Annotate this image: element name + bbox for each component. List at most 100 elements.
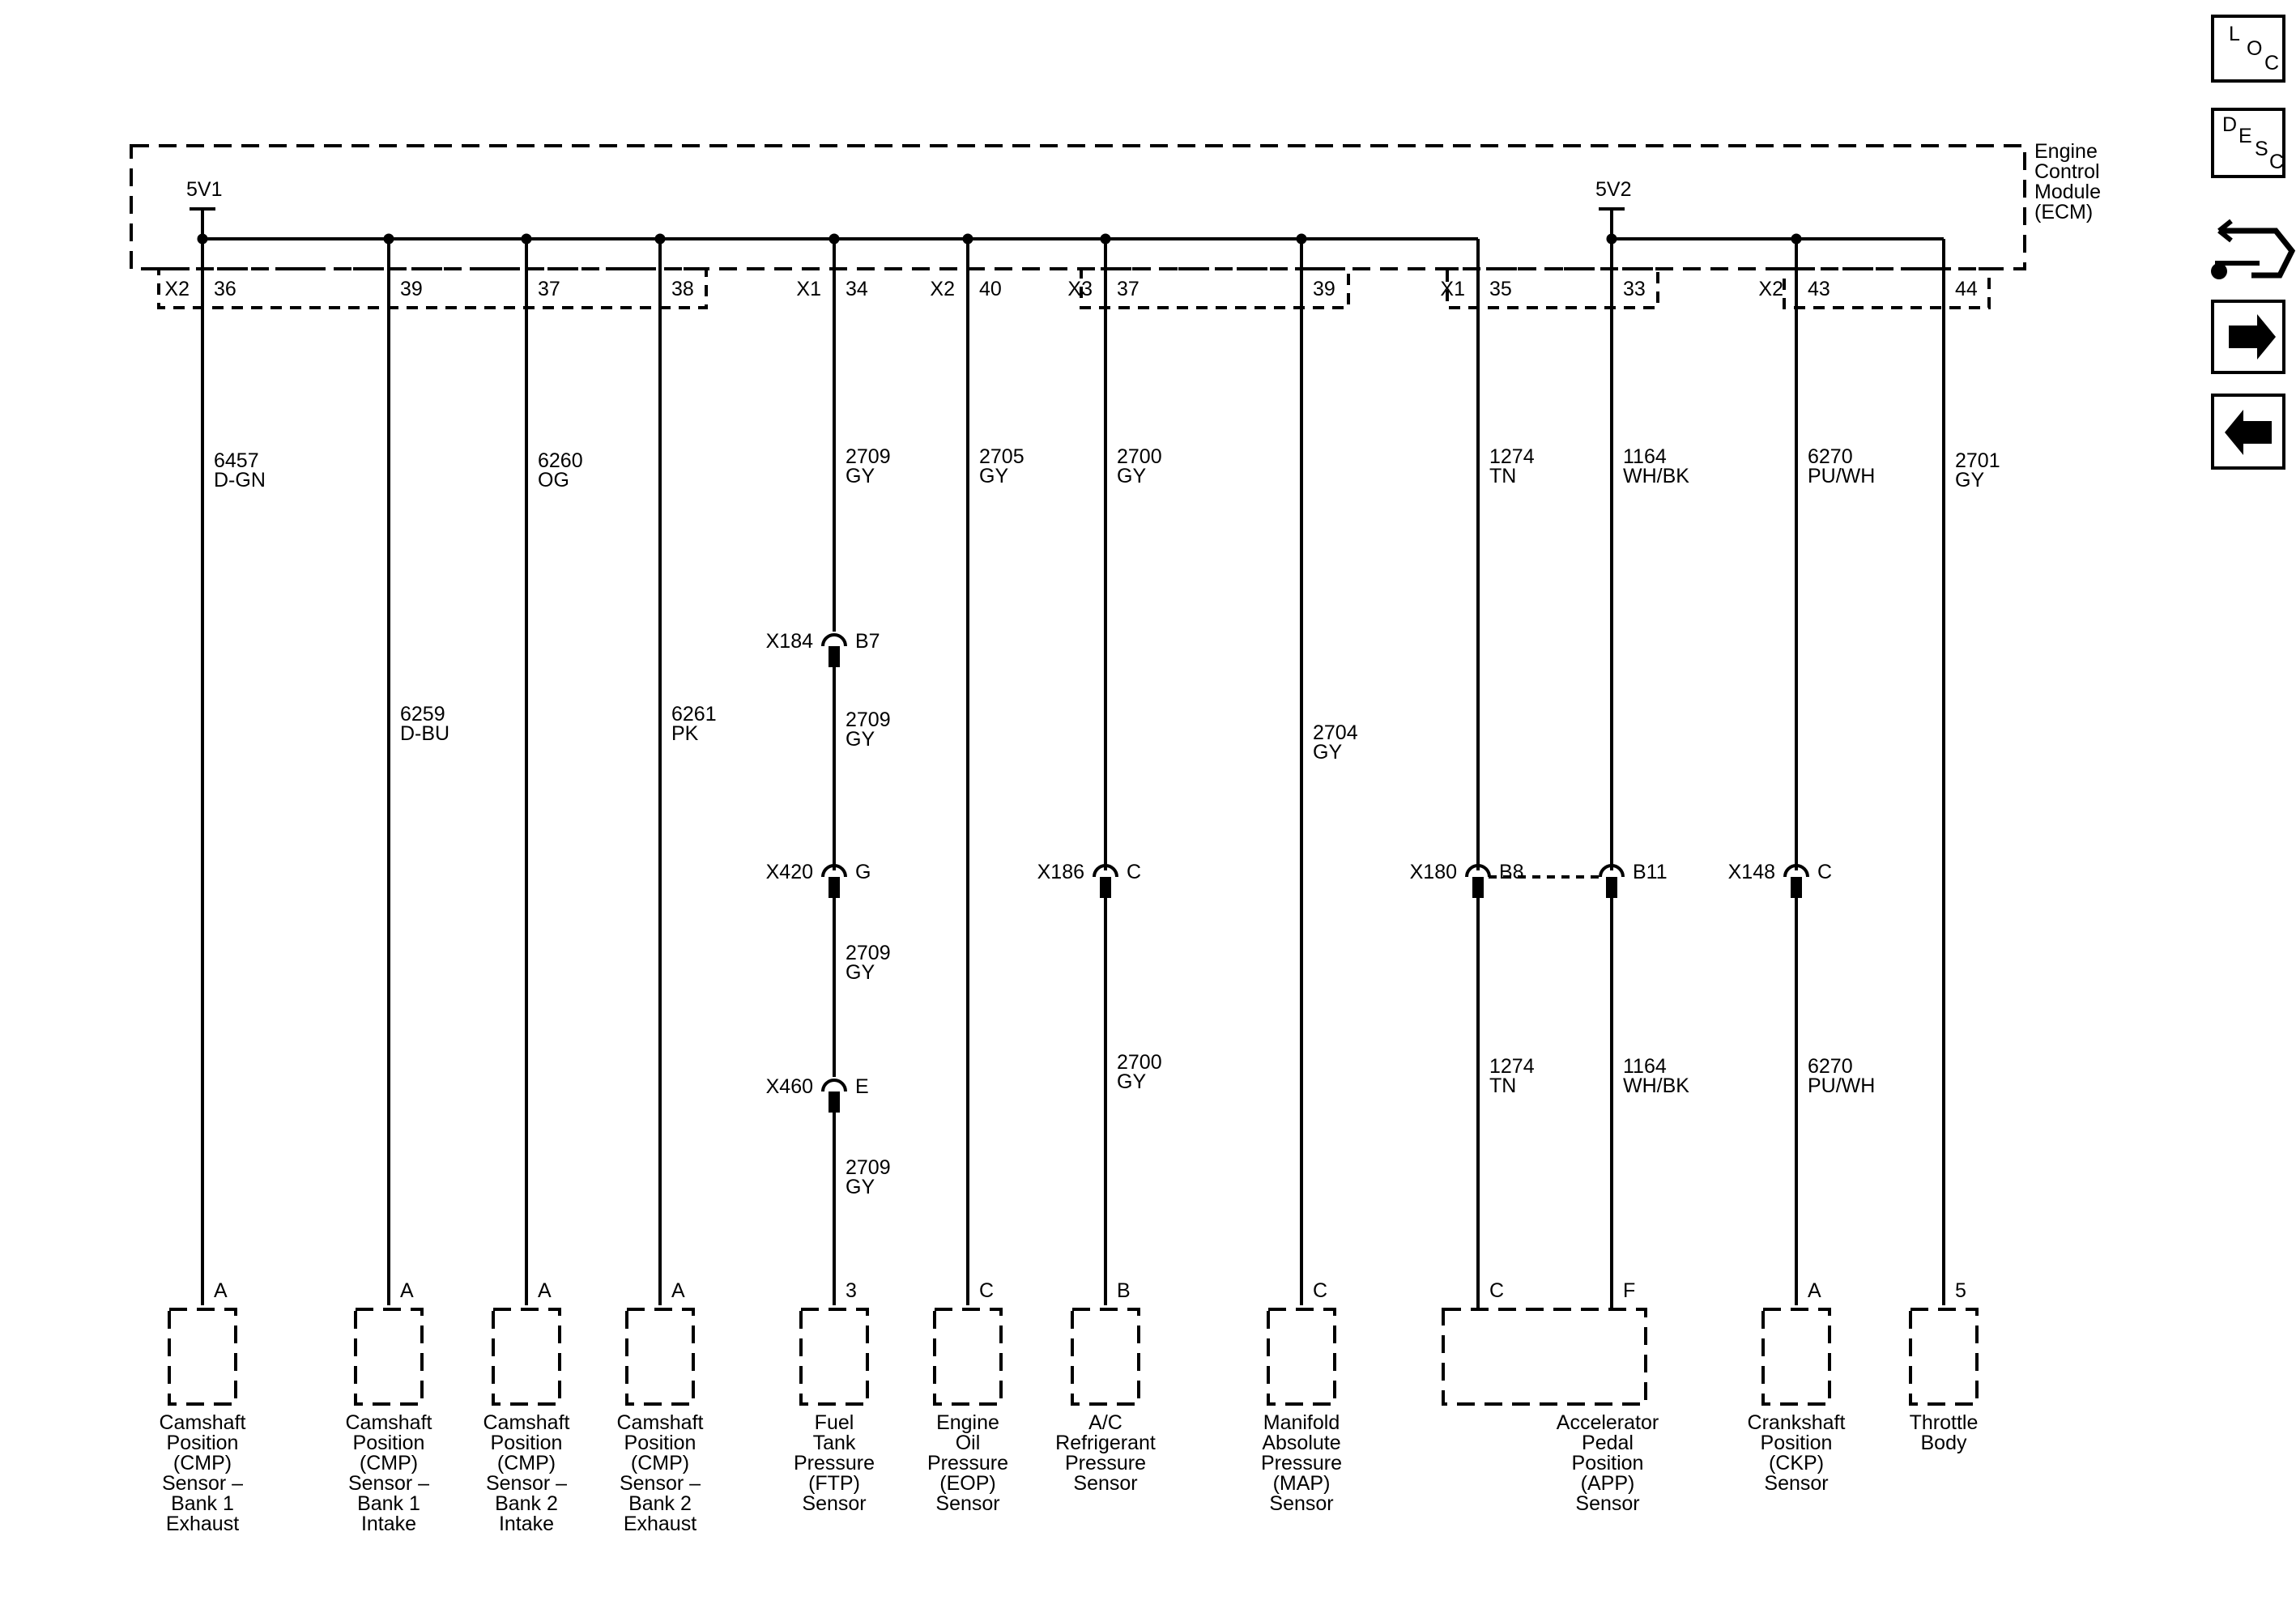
ecm-connector-name: X2 [930, 278, 955, 300]
component-name-line: (CMP) [631, 1452, 689, 1474]
component-pin: C [979, 1279, 994, 1302]
wire-number: 2709 [846, 709, 891, 731]
inline-connector-female [1465, 864, 1491, 878]
component-name-line: Sensor – [162, 1472, 243, 1495]
ecm-pin-number: 38 [671, 278, 694, 300]
inline-connector-pin: C [1817, 861, 1832, 883]
inline-connector-name: X420 [766, 861, 813, 883]
component-name-line: Position [624, 1432, 696, 1454]
component-name-line: Oil [956, 1432, 981, 1454]
wire-number: 2709 [846, 445, 891, 468]
ecm-pin-number: 37 [538, 278, 560, 300]
component-pin: B [1117, 1279, 1131, 1302]
component-box [1267, 1308, 1336, 1406]
component-name-line: (CMP) [497, 1452, 556, 1474]
loc-button[interactable]: LOC [2211, 15, 2285, 83]
wire-number: 2700 [1117, 445, 1162, 468]
component-name-line: Position [491, 1432, 563, 1454]
wire-number: 2705 [979, 445, 1024, 468]
component-name-line: Tank [813, 1432, 856, 1454]
inline-connector-male [1100, 877, 1111, 898]
connector-x2-right-box [1783, 267, 1991, 309]
connector-x1-box [1446, 267, 1659, 309]
component-name-line: (CMP) [173, 1452, 232, 1474]
wire-color: WH/BK [1623, 465, 1689, 487]
previous-arrow-icon [2225, 410, 2272, 455]
component-pin: A [1808, 1279, 1821, 1302]
component-box [492, 1308, 561, 1406]
component-name-line: (MAP) [1273, 1472, 1331, 1495]
ecm-label-line: Engine [2034, 140, 2098, 163]
wire-color: GY [1117, 465, 1146, 487]
ecm-pin-number: 37 [1117, 278, 1139, 300]
desc-letter: C [2269, 151, 2284, 173]
inline-connector-female [1783, 864, 1809, 878]
component-name-line: Sensor [802, 1492, 866, 1515]
wire-color: TN [1489, 1074, 1516, 1097]
component-name-line: Refrigerant [1055, 1432, 1156, 1454]
ecm-connector-name: X2 [1758, 278, 1783, 300]
component-name-line: Throttle [1910, 1411, 1979, 1434]
component-name-line: Pedal [1582, 1432, 1634, 1454]
ecm-connector-name: X3 [1067, 278, 1093, 300]
component-name-line: (CKP) [1769, 1452, 1824, 1474]
wire-color: D-GN [214, 469, 266, 491]
wire-color: PK [671, 722, 699, 745]
inline-connector-female [821, 633, 847, 647]
component-name-line: Position [1761, 1432, 1833, 1454]
next-button[interactable] [2211, 300, 2285, 374]
component-name-line: Absolute [1262, 1432, 1340, 1454]
ecm-connector-name: X1 [1440, 278, 1465, 300]
component-app-sensor-box [1442, 1308, 1647, 1406]
wire-number: 2709 [846, 942, 891, 964]
inline-connector-male [829, 1091, 840, 1113]
inline-connector-name: X180 [1410, 861, 1457, 883]
wire-number: 2700 [1117, 1051, 1162, 1074]
connector-tool-icon[interactable] [2211, 219, 2296, 279]
inline-connector-pin: G [855, 861, 871, 883]
supply-5v2-label: 5V2 [1595, 178, 1631, 201]
inline-connector-male [829, 646, 840, 667]
inline-connector-female [821, 864, 847, 878]
component-pin: A [538, 1279, 552, 1302]
component-name-line: A/C [1088, 1411, 1122, 1434]
wire-number: 6259 [400, 703, 445, 726]
supply-5v1-label: 5V1 [186, 178, 222, 201]
component-name-line: Pressure [1065, 1452, 1146, 1474]
inline-connector-male [1606, 877, 1617, 898]
wire-color: GY [979, 465, 1008, 487]
wire-color: TN [1489, 465, 1516, 487]
component-pin: 3 [846, 1279, 857, 1302]
component-name-line: Bank 1 [171, 1492, 234, 1515]
wire-color: GY [1313, 741, 1342, 764]
desc-letter: D [2222, 113, 2237, 136]
component-name-line: Body [1921, 1432, 1967, 1454]
ecm-pin-number: 39 [1313, 278, 1335, 300]
component-box [168, 1308, 237, 1406]
component-name-line: Camshaft [160, 1411, 246, 1434]
component-name-line: Exhaust [624, 1513, 696, 1535]
component-name-line: Pressure [927, 1452, 1008, 1474]
previous-button[interactable] [2211, 394, 2285, 470]
wire-color: GY [846, 961, 875, 984]
wire-color: GY [846, 465, 875, 487]
component-name-line: Sensor – [486, 1472, 567, 1495]
loc-letter: C [2264, 52, 2279, 74]
ecm-label-line: Module [2034, 181, 2101, 203]
next-arrow-icon [2229, 314, 2276, 360]
inline-connector-male [829, 877, 840, 898]
inline-connector-pin: B11 [1633, 861, 1668, 883]
connector-x2-box [157, 267, 708, 309]
component-name-line: Camshaft [346, 1411, 432, 1434]
ecm-pin-number: 35 [1489, 278, 1512, 300]
inline-connector-pin: E [855, 1075, 869, 1098]
connector-x3-box [1080, 267, 1350, 309]
wire-number: 2704 [1313, 721, 1358, 744]
desc-letter: E [2238, 125, 2252, 147]
component-name-line: Sensor [1764, 1472, 1828, 1495]
inline-connector-pin: B8 [1499, 861, 1524, 883]
component-pin: C [1489, 1279, 1504, 1302]
wire-number: 1274 [1489, 445, 1535, 468]
